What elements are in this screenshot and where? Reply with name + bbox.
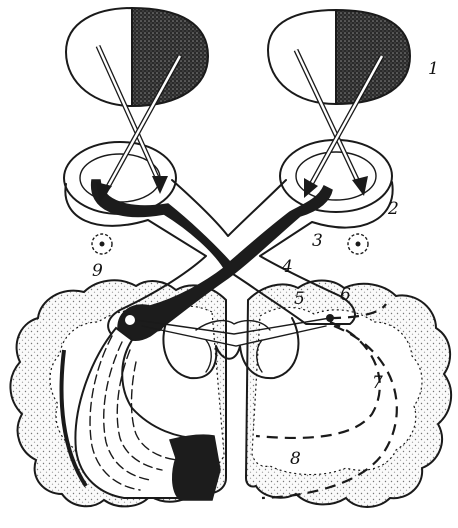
label-5: 5 (294, 289, 305, 309)
label-8: 8 (290, 449, 301, 469)
label-4: 4 (281, 257, 293, 277)
label-9: 9 (92, 261, 103, 281)
right-cortex (246, 281, 451, 508)
label-6: 6 (340, 285, 351, 305)
right-eye (268, 10, 410, 104)
label-1: 1 (428, 59, 439, 79)
label-3: 3 (312, 231, 323, 251)
pretectal-nuclei (92, 234, 368, 254)
label-2: 2 (387, 199, 399, 219)
left-eye (66, 8, 208, 106)
label-7: 7 (372, 373, 383, 393)
